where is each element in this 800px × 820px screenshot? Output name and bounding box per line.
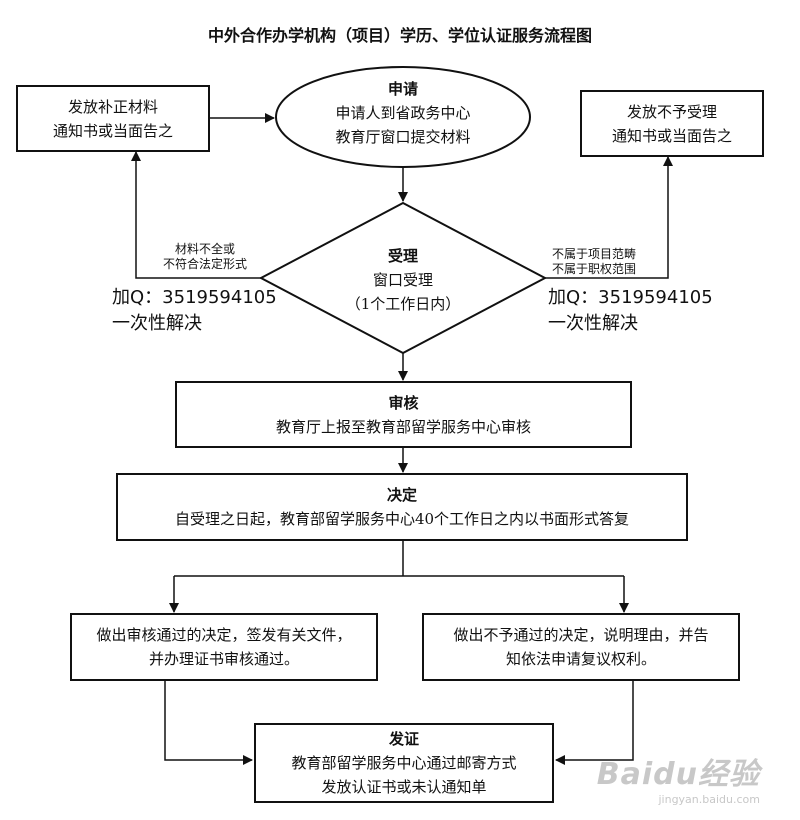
arrow-reject-to-issue (555, 681, 634, 765)
baidu-watermark: Baidu经验 jingyan.baidu.com (597, 749, 760, 806)
contact-note-left: 加Q：3519594105 一次性解决 (112, 285, 277, 337)
supplement-notice-line1: 发放补正材料 (67, 97, 158, 116)
issue-line2: 发放认证书或未认通知单 (321, 778, 487, 796)
right-condition-line1: 不属于项目范畴 (552, 247, 637, 261)
contact-left-line2: 一次性解决 (112, 313, 202, 334)
arrow-approve-to-issue (164, 681, 253, 765)
approve-line2: 并办理证书审核通过。 (148, 650, 299, 668)
reject-line2: 知依法申请复议权利。 (505, 650, 656, 668)
arrow-accept-to-right-box (545, 156, 673, 279)
rejection-notice-line2: 通知书或当面告之 (611, 126, 732, 145)
rejection-notice-line1: 发放不予受理 (626, 102, 717, 121)
reject-line1: 做出不予通过的决定，说明理由，并告 (453, 626, 709, 644)
contact-note-right: 加Q：3519594105 一次性解决 (548, 285, 713, 337)
accept-heading: 受理 (387, 247, 418, 265)
contact-right-line1: 加Q：3519594105 (548, 287, 713, 308)
flowchart-title: 中外合作办学机构（项目）学历、学位认证服务流程图 (207, 26, 592, 45)
right-condition-label: 不属于项目范畴 不属于职权范围 (552, 247, 664, 277)
arrow-accept-to-left-box (131, 151, 261, 279)
contact-right-line2: 一次性解决 (548, 313, 638, 334)
accept-node: 受理 窗口受理 （1个工作日内） (313, 244, 493, 316)
issue-box: 发证 教育部留学服务中心通过邮寄方式 发放认证书或未认通知单 (254, 723, 554, 803)
apply-node: 申请 申请人到省政务中心 教育厅窗口提交材料 (283, 77, 523, 149)
accept-line2: （1个工作日内） (345, 295, 461, 313)
watermark-brand: Baidu经验 (596, 757, 760, 792)
review-heading: 审核 (388, 393, 419, 412)
apply-line1: 申请人到省政务中心 (335, 104, 471, 122)
review-box: 审核 教育厅上报至教育部留学服务中心审核 (175, 381, 632, 448)
contact-left-line1: 加Q：3519594105 (112, 287, 277, 308)
approve-box: 做出审核通过的决定，签发有关文件， 并办理证书审核通过。 (70, 613, 378, 681)
issue-line1: 教育部留学服务中心通过邮寄方式 (291, 754, 517, 772)
accept-line1: 窗口受理 (372, 271, 433, 289)
left-condition-label: 材料不全或 不符合法定形式 (150, 242, 260, 272)
apply-heading: 申请 (387, 80, 418, 98)
decision-box: 决定 自受理之日起，教育部留学服务中心40个工作日之内以书面形式答复 (116, 473, 688, 541)
approve-line1: 做出审核通过的决定，签发有关文件， (96, 626, 352, 644)
decision-heading: 决定 (386, 486, 417, 504)
apply-line2: 教育厅窗口提交材料 (335, 128, 471, 146)
left-condition-line1: 材料不全或 (174, 242, 235, 256)
supplement-notice-line2: 通知书或当面告之 (52, 121, 173, 140)
rejection-notice-box: 发放不予受理 通知书或当面告之 (580, 90, 764, 157)
reject-box: 做出不予通过的决定，说明理由，并告 知依法申请复议权利。 (422, 613, 740, 681)
decision-line1: 自受理之日起，教育部留学服务中心40个工作日之内以书面形式答复 (174, 510, 630, 528)
watermark-url: jingyan.baidu.com (658, 793, 760, 806)
right-condition-line2: 不属于职权范围 (552, 262, 637, 276)
issue-heading: 发证 (388, 730, 419, 748)
supplement-notice-box: 发放补正材料 通知书或当面告之 (16, 85, 210, 152)
left-condition-line2: 不符合法定形式 (162, 257, 247, 271)
review-line1: 教育厅上报至教育部留学服务中心审核 (275, 417, 531, 436)
